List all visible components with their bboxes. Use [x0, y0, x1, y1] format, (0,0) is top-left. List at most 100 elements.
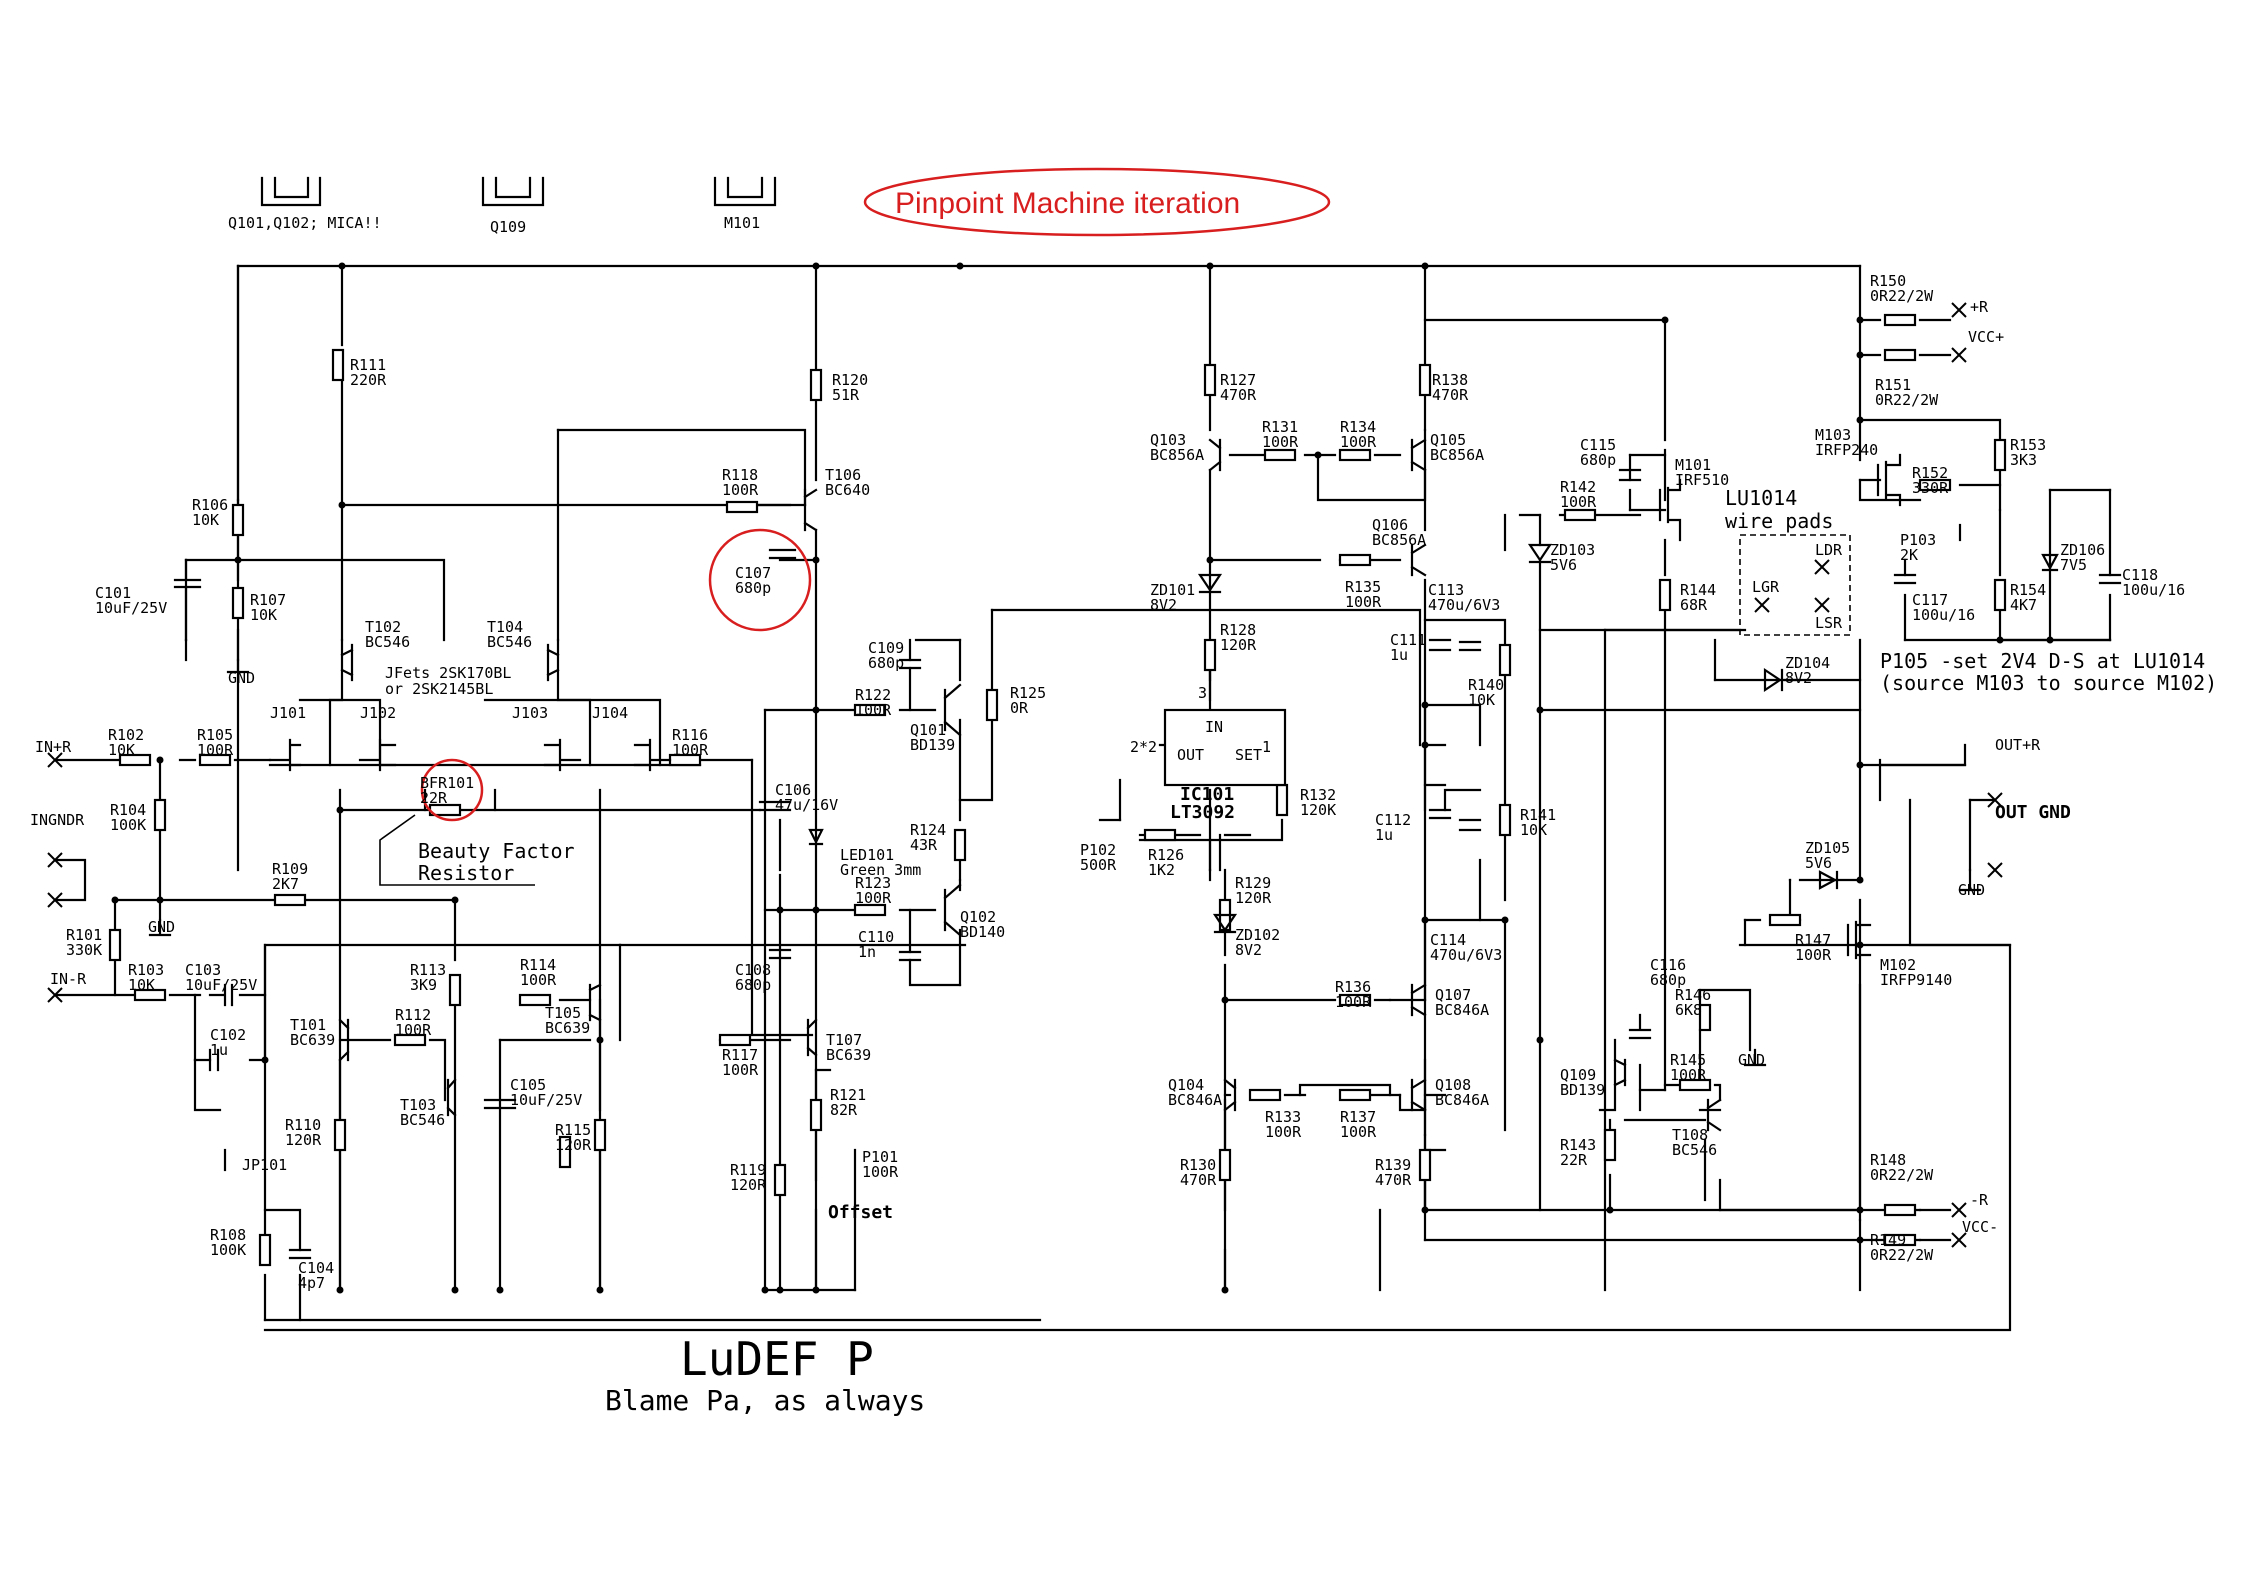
component-ref-r154: R154 — [2010, 581, 2046, 599]
component-labels: R111220RR10610KR10710KC10110uF/25VT102BC… — [66, 272, 2185, 1292]
component-ref-r124: R124 — [910, 821, 946, 839]
component-ref-t107: T107 — [826, 1031, 862, 1049]
ic-pin1: 1 — [1262, 738, 1271, 756]
component-ref-r145: R145 — [1670, 1051, 1706, 1069]
component-ref-t108: T108 — [1672, 1126, 1708, 1144]
component-value-c108: 680p — [735, 976, 771, 994]
component-value-r107: 10K — [250, 606, 277, 624]
component-ref-q107: Q107 — [1435, 986, 1471, 1004]
component-ref-q102: Q102 — [960, 908, 996, 926]
component-value-p103: 2K — [1900, 546, 1918, 564]
terminal-icon — [1951, 347, 1967, 363]
component-value-c101: 10uF/25V — [95, 599, 167, 617]
terminal-in-gndr: INGNDR — [30, 811, 85, 829]
component-ref-t105: T105 — [545, 1004, 581, 1022]
heatsink-icons: Q101,Q102; MICA!! Q109 M101 — [228, 176, 777, 236]
component-value-c106: 47u/16V — [775, 796, 838, 814]
component-ref-r121: R121 — [830, 1086, 866, 1104]
component-value-r110: 120R — [285, 1131, 322, 1149]
component-value-r122: 100R — [855, 701, 892, 719]
component-value-r102: 10K — [108, 741, 135, 759]
terminal-icon — [1951, 1232, 1967, 1248]
component-ref-t106: T106 — [825, 466, 861, 484]
heatsink-label-m101: M101 — [724, 214, 760, 232]
component-ref-j102: J102 — [360, 704, 396, 722]
component-value-c105: 10uF/25V — [510, 1091, 582, 1109]
jfets-note-line1: JFets 2SK170BL — [385, 664, 511, 682]
component-value-c104: 4p7 — [298, 1274, 325, 1292]
component-ref-r134: R134 — [1340, 418, 1376, 436]
component-value-t105: BC639 — [545, 1019, 590, 1037]
terminal-icon — [47, 752, 63, 768]
component-ref-zd105: ZD105 — [1805, 839, 1850, 857]
component-ref-r137: R137 — [1340, 1108, 1376, 1126]
terminal-icon — [1951, 302, 1967, 318]
component-ref-m101: M101 — [1675, 456, 1711, 474]
terminal-minus-r: -R — [1970, 1191, 1989, 1209]
component-ref-c104: C104 — [298, 1259, 334, 1277]
component-ref-r143: R143 — [1560, 1136, 1596, 1154]
component-value-led101: Green 3mm — [840, 861, 921, 879]
ic-pin-set: SET — [1235, 746, 1262, 764]
pad-lsr: LSR — [1815, 614, 1843, 632]
component-value-r101: 330K — [66, 941, 102, 959]
component-ref-r109: R109 — [272, 860, 308, 878]
component-value-r150: 0R22/2W — [1870, 287, 1934, 305]
component-value-q103: BC856A — [1150, 446, 1204, 464]
component-value-zd103: 5V6 — [1550, 556, 1577, 574]
component-value-c112: 1u — [1375, 826, 1393, 844]
component-ref-r131: R131 — [1262, 418, 1298, 436]
component-value-c103: 10uF/25V — [185, 976, 257, 994]
component-value-r108: 100K — [210, 1241, 246, 1259]
component-value-r129: 120R — [1235, 889, 1272, 907]
component-value-r147: 100R — [1795, 946, 1832, 964]
heatsink-icon — [713, 176, 777, 207]
component-value-t108: BC546 — [1672, 1141, 1717, 1159]
component-value-m102: IRFP9140 — [1880, 971, 1952, 989]
junctions — [111, 262, 2054, 1294]
component-value-r153: 3K3 — [2010, 451, 2037, 469]
component-value-r154: 4K7 — [2010, 596, 2037, 614]
component-value-q106: BC856A — [1372, 531, 1426, 549]
red-annotations: Pinpoint Machine iteration — [420, 167, 1331, 822]
ic-pin-out: OUT — [1177, 746, 1204, 764]
component-ref-r126: R126 — [1148, 846, 1184, 864]
transistor-symbols — [268, 438, 2059, 1132]
terminal-icon — [47, 987, 63, 1003]
component-ref-r113: R113 — [410, 961, 446, 979]
terminal-icon — [1814, 597, 1830, 613]
component-ref-r147: R147 — [1795, 931, 1831, 949]
component-ref-r104: R104 — [110, 801, 146, 819]
component-value-t102: BC546 — [365, 633, 410, 651]
component-ref-r130: R130 — [1180, 1156, 1216, 1174]
component-ref-t103: T103 — [400, 1096, 436, 1114]
component-ref-r107: R107 — [250, 591, 286, 609]
component-value-zd105: 5V6 — [1805, 854, 1832, 872]
component-ref-q103: Q103 — [1150, 431, 1186, 449]
terminal-icon — [1987, 792, 2003, 808]
component-ref-r101: R101 — [66, 926, 102, 944]
component-ref-r149: R149 — [1870, 1231, 1906, 1249]
component-ref-q105: Q105 — [1430, 431, 1466, 449]
component-ref-c114: C114 — [1430, 931, 1466, 949]
terminal-icon — [47, 892, 63, 908]
ic-pin-in: IN — [1205, 718, 1223, 736]
component-ref-r150: R150 — [1870, 272, 1906, 290]
lu1014-note-line1: LU1014 — [1725, 486, 1797, 510]
notes: Beauty Factor Resistor JFets 2SK170BL or… — [379, 486, 2217, 1223]
component-ref-c109: C109 — [868, 639, 904, 657]
component-value-q101: BD139 — [910, 736, 955, 754]
component-value-r116: 100R — [672, 741, 709, 759]
iteration-note-ellipse — [863, 167, 1331, 237]
component-value-p101: 100R — [862, 1163, 899, 1181]
component-value-c110: 1n — [858, 943, 876, 961]
component-ref-r138: R138 — [1432, 371, 1468, 389]
component-ref-c106: C106 — [775, 781, 811, 799]
component-value-r148: 0R22/2W — [1870, 1166, 1934, 1184]
component-ref-t102: T102 — [365, 618, 401, 636]
component-ref-c117: C117 — [1912, 591, 1948, 609]
wires — [53, 264, 2112, 1332]
component-ref-c116: C116 — [1650, 956, 1686, 974]
terminal-vcc-minus: VCC- — [1962, 1218, 1998, 1236]
terminal-gnd-2: GND — [148, 918, 175, 936]
